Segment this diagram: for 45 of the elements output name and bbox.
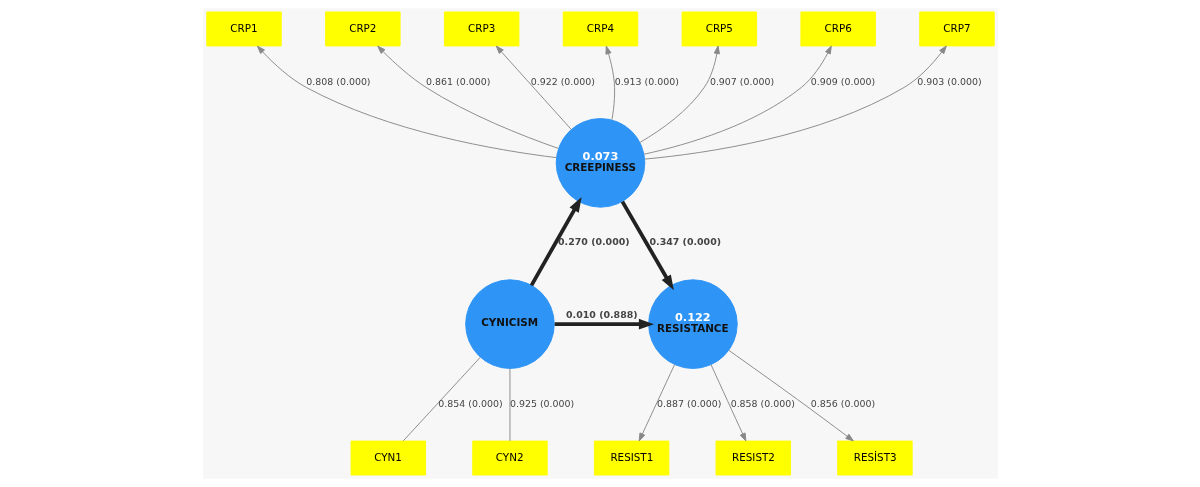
arrow: [529, 197, 582, 287]
node-box: CRP4: [562, 11, 638, 47]
edge-label: 0.913 (0.000): [614, 75, 679, 87]
node-box: CRP3: [443, 11, 519, 47]
arrow: [643, 45, 832, 155]
edge-label: 0.925 (0.000): [509, 398, 574, 410]
edge-label: 0.010 (0.888): [565, 308, 638, 320]
edge-label: 0.808 (0.000): [305, 75, 371, 87]
node-circle: 0.073 CREEPINESS: [555, 118, 645, 208]
edge-label: 0.861 (0.000): [425, 75, 490, 87]
edge-label: 0.858 (0.000): [730, 398, 795, 410]
node-box: RESIST1: [593, 440, 669, 476]
edge-label: 0.909 (0.000): [810, 75, 875, 87]
node-box: CYN1: [350, 440, 426, 476]
edge-label: 0.856 (0.000): [810, 398, 875, 410]
connector: [509, 368, 510, 442]
arrow: [639, 45, 720, 143]
edge-label: 0.854 (0.000): [437, 398, 503, 410]
arrow: [604, 45, 615, 121]
edge-label: 0.922 (0.000): [530, 75, 595, 87]
node-box: CRP5: [681, 11, 757, 47]
arrow: [256, 45, 557, 159]
arrow: [554, 318, 654, 330]
node-box: CYN2: [471, 440, 548, 476]
arrow: [710, 364, 746, 442]
edge-label: 0.347 (0.000): [649, 235, 721, 247]
node-box: CRP6: [799, 11, 876, 47]
edge-label: 0.907 (0.000): [709, 75, 774, 87]
node-box: CRP2: [324, 11, 401, 47]
arrow: [620, 200, 674, 291]
arrow: [495, 45, 572, 130]
arrow: [638, 364, 675, 442]
arrow: [376, 45, 559, 149]
node-box: RESIST2: [715, 440, 791, 476]
arrow: [727, 349, 854, 442]
connector: [402, 356, 481, 442]
node-box: CRP1: [205, 11, 282, 47]
node-circle: CYNICISM: [464, 279, 555, 369]
node-box: RESİST3: [836, 440, 913, 476]
arrow: [643, 45, 947, 160]
edge-label: 0.270 (0.000): [557, 235, 630, 247]
edge-label: 0.887 (0.000): [656, 398, 721, 410]
node-circle: 0.122 RESISTANCE: [647, 279, 738, 369]
edge-label: 0.903 (0.000): [916, 75, 982, 87]
node-box: CRP7: [918, 11, 995, 47]
